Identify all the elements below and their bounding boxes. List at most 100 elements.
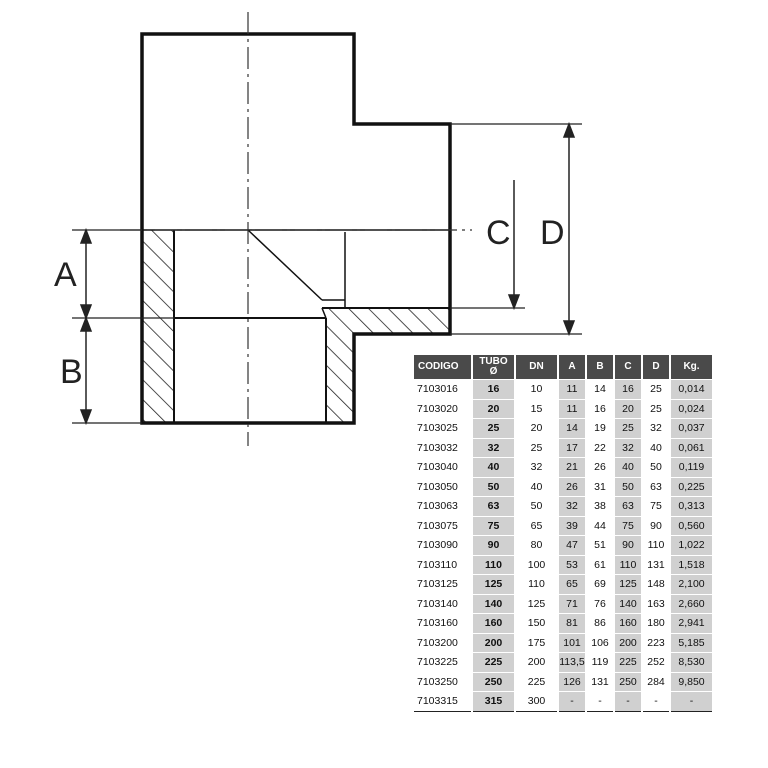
dimension-label-c: C — [486, 214, 511, 252]
cell-c: 32 — [613, 437, 642, 458]
header-dn: DN — [514, 355, 558, 380]
cell-c: 90 — [613, 535, 642, 555]
cell-c: 160 — [613, 613, 642, 633]
cell-c: 50 — [613, 476, 642, 497]
cell-tubo: 110 — [471, 554, 515, 575]
cell-a: 81 — [557, 613, 586, 633]
cell-dn: 200 — [514, 652, 558, 672]
header-tubo: TUBO Ø — [471, 355, 515, 380]
cell-b: 19 — [585, 418, 614, 438]
cell-c: 20 — [613, 398, 642, 419]
cell-dn: 225 — [514, 671, 558, 692]
cell-a: 65 — [557, 574, 586, 594]
cell-kg: 8,530 — [669, 652, 712, 672]
cell-tubo: 160 — [471, 613, 515, 633]
cell-kg: 0,225 — [669, 476, 712, 497]
cell-b: 119 — [585, 652, 614, 672]
cell-tubo: 225 — [471, 652, 515, 672]
cell-dn: 15 — [514, 398, 558, 419]
cell-kg: 0,560 — [669, 515, 712, 536]
cell-codigo: 7103250 — [414, 671, 472, 692]
cell-tubo: 75 — [471, 515, 515, 536]
cell-d: 25 — [641, 379, 670, 399]
cell-kg: 2,100 — [669, 574, 712, 594]
cell-codigo: 7103063 — [414, 496, 472, 516]
cell-kg: 1,518 — [669, 554, 712, 575]
cell-d: - — [641, 691, 670, 711]
tee-outline — [140, 32, 452, 425]
header-tubo-label: TUBO — [479, 356, 508, 367]
cell-dn: 300 — [514, 691, 558, 711]
dimension-label-a: A — [54, 256, 77, 294]
cell-a: 17 — [557, 437, 586, 458]
cell-dn: 50 — [514, 496, 558, 516]
cell-codigo: 7103140 — [414, 593, 472, 614]
cell-dn: 20 — [514, 418, 558, 438]
cell-d: 180 — [641, 613, 670, 633]
cell-d: 32 — [641, 418, 670, 438]
cell-dn: 175 — [514, 632, 558, 653]
cell-a: 32 — [557, 496, 586, 516]
cell-d: 50 — [641, 457, 670, 477]
cell-tubo: 90 — [471, 535, 515, 555]
cell-d: 148 — [641, 574, 670, 594]
dimension-arrows — [79, 121, 576, 426]
center-lines — [120, 12, 472, 446]
cell-tubo: 16 — [471, 379, 515, 399]
cell-codigo: 7103032 — [414, 437, 472, 458]
cell-b: 106 — [585, 632, 614, 653]
cell-codigo: 7103020 — [414, 398, 472, 419]
cell-b: 16 — [585, 398, 614, 419]
cell-kg: 0,014 — [669, 379, 712, 399]
cell-d: 40 — [641, 437, 670, 458]
cell-dn: 10 — [514, 379, 558, 399]
cell-b: 14 — [585, 379, 614, 399]
header-c: C — [613, 355, 642, 380]
cell-c: 63 — [613, 496, 642, 516]
cell-c: 40 — [613, 457, 642, 477]
cell-c: 25 — [613, 418, 642, 438]
cell-codigo: 7103075 — [414, 515, 472, 536]
cell-a: - — [557, 691, 586, 711]
cell-kg: - — [669, 691, 712, 711]
cell-b: 86 — [585, 613, 614, 633]
cell-kg: 9,850 — [669, 671, 712, 692]
cell-tubo: 315 — [471, 691, 515, 711]
cell-d: 25 — [641, 398, 670, 419]
cell-codigo: 7103200 — [414, 632, 472, 653]
cell-d: 110 — [641, 535, 670, 555]
cell-dn: 110 — [514, 574, 558, 594]
cell-dn: 25 — [514, 437, 558, 458]
cell-b: 61 — [585, 554, 614, 575]
cell-tubo: 200 — [471, 632, 515, 653]
cell-c: 200 — [613, 632, 642, 653]
cell-kg: 2,660 — [669, 593, 712, 614]
cell-c: - — [613, 691, 642, 711]
cell-b: 131 — [585, 671, 614, 692]
cell-kg: 0,313 — [669, 496, 712, 516]
cell-dn: 65 — [514, 515, 558, 536]
cell-a: 21 — [557, 457, 586, 477]
cell-kg: 0,061 — [669, 437, 712, 458]
cell-c: 16 — [613, 379, 642, 399]
cell-codigo: 7103016 — [414, 379, 472, 399]
cell-c: 75 — [613, 515, 642, 536]
cell-dn: 40 — [514, 476, 558, 497]
cell-tubo: 250 — [471, 671, 515, 692]
cell-tubo: 125 — [471, 574, 515, 594]
